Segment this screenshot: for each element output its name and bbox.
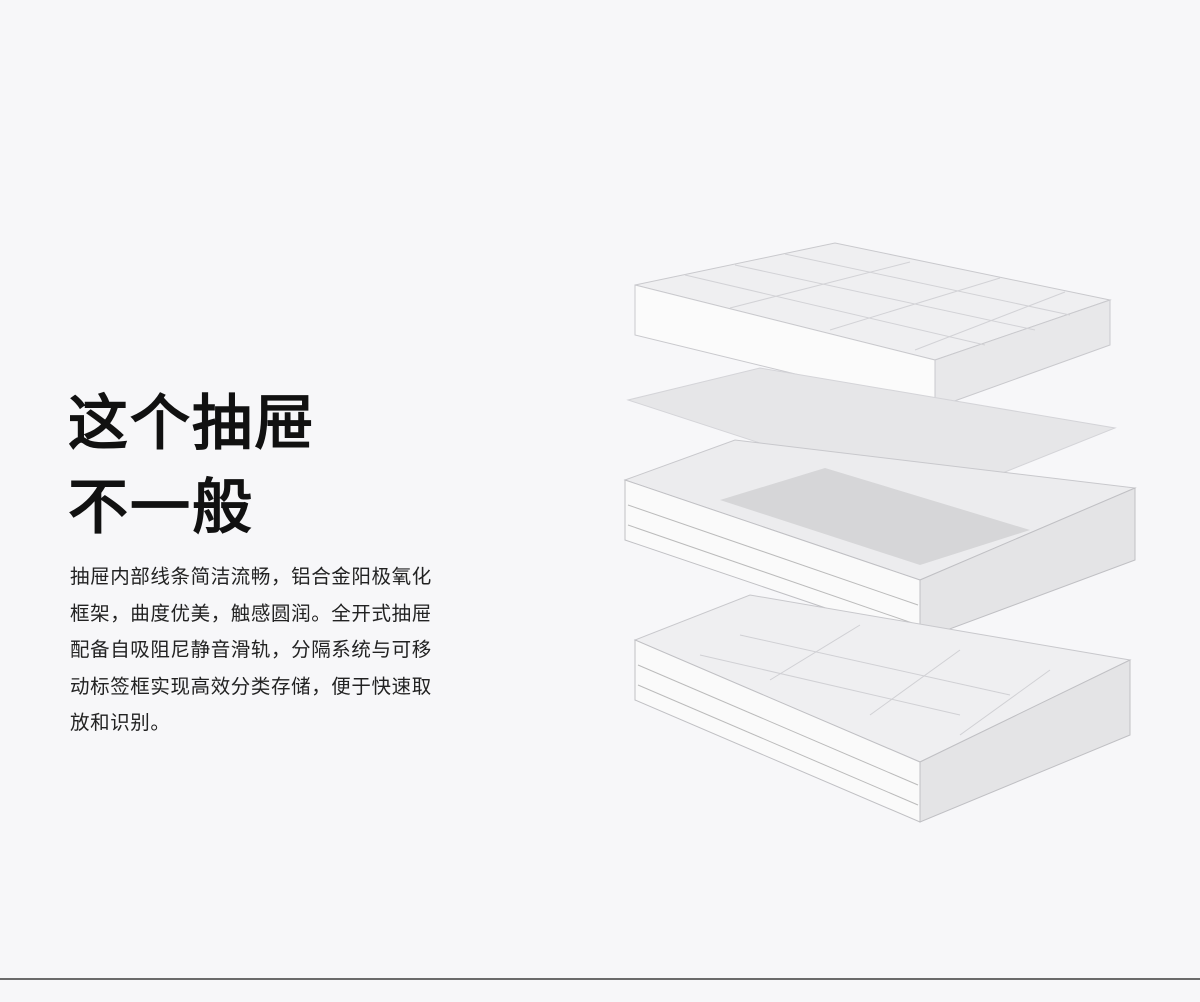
- headline-line-2: 不一般: [68, 473, 254, 543]
- organizer-tray-top: [634, 242, 1112, 409]
- exploded-drawer-illustration: [623, 242, 1137, 823]
- description-line-1: 抽屉内部线条简洁流畅，铝合金阳极氧化: [70, 565, 432, 588]
- drawer-middle: [623, 439, 1137, 641]
- description-line-5: 放和识别。: [70, 711, 171, 735]
- description: 抽屉内部线条简洁流畅，铝合金阳极氧化 框架，曲度优美，触感圆润。全开式抽屉 配备…: [70, 559, 432, 742]
- bottom-divider: [0, 978, 1200, 980]
- description-line-4: 动标签框实现高效分类存储，便于快速取: [70, 674, 432, 698]
- headline: 这个抽屉 不一般: [68, 382, 316, 550]
- headline-line-1: 这个抽屉: [68, 389, 316, 459]
- description-line-3: 配备自吸阻尼静音滑轨，分隔系统与可移: [70, 638, 432, 662]
- description-line-2: 框架，曲度优美，触感圆润。全开式抽屉: [70, 601, 432, 625]
- drawer-bottom: [633, 594, 1132, 823]
